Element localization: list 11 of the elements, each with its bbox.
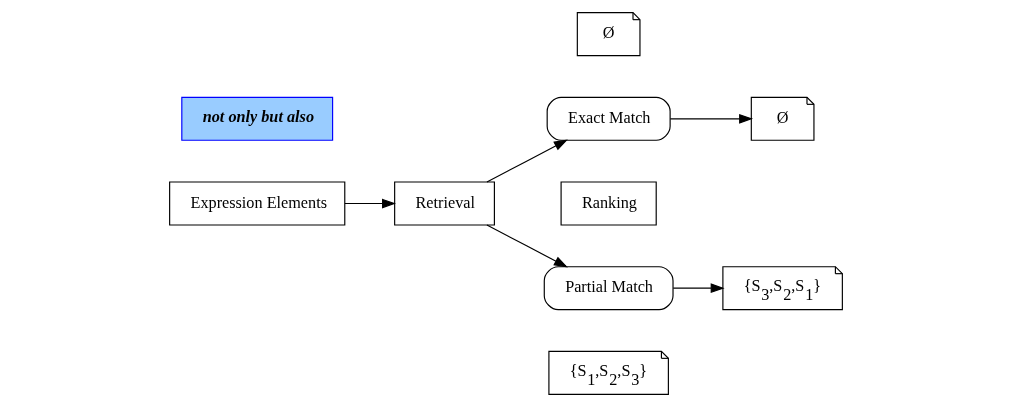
node-box: Expression Elements	[169, 181, 346, 226]
arrow	[486, 224, 568, 268]
arrow	[486, 139, 568, 183]
arrow	[344, 198, 396, 209]
arrow	[672, 283, 725, 294]
node-box: Ranking	[560, 181, 657, 226]
node-box: not only but also	[181, 96, 334, 141]
node-box: Retrieval	[394, 181, 495, 226]
node-box: Exact Match	[546, 96, 671, 141]
node-box: Partial Match	[543, 266, 674, 311]
arrow	[669, 113, 754, 124]
